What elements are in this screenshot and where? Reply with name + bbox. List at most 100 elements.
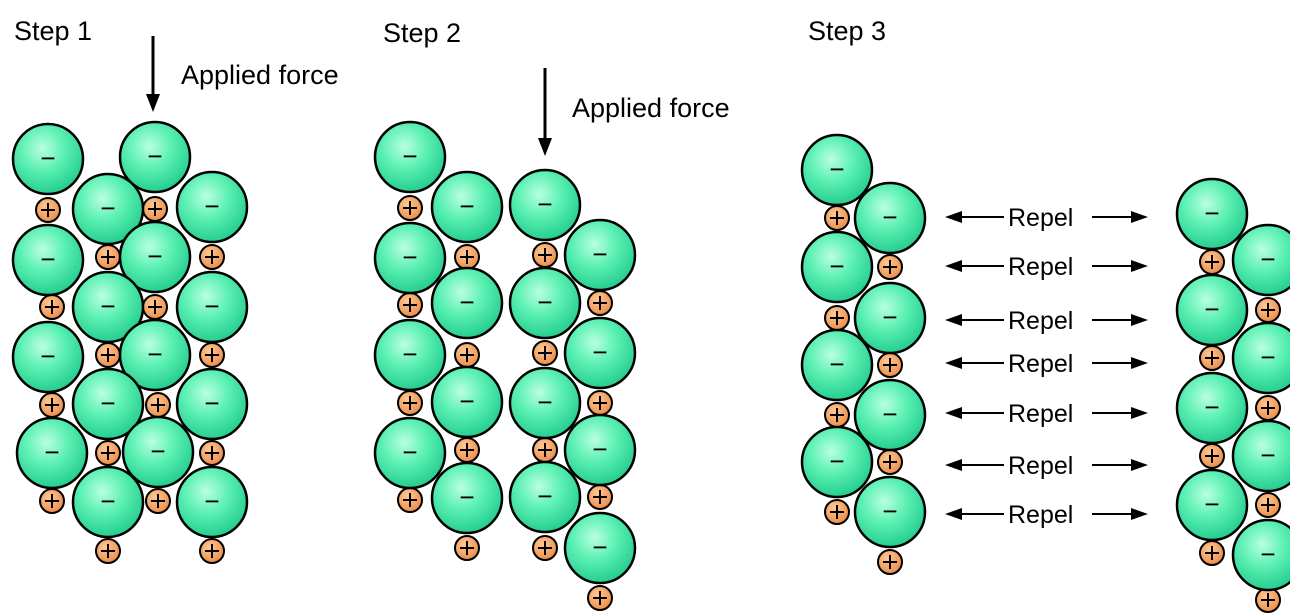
- anion: −: [853, 475, 927, 549]
- anion-sign: −: [1260, 244, 1275, 274]
- anion-sign: −: [592, 532, 607, 562]
- anion: −: [1175, 468, 1249, 542]
- repel-label: Repel: [1008, 307, 1073, 335]
- cation: [1199, 249, 1225, 275]
- anion-sign: −: [829, 349, 844, 379]
- anion: −: [1175, 273, 1249, 347]
- anion: −: [11, 122, 85, 196]
- anion-sign: −: [204, 388, 219, 418]
- cation: [1255, 587, 1281, 613]
- anion-sign: −: [40, 244, 55, 274]
- cation: [199, 440, 225, 466]
- cation: [1199, 443, 1225, 469]
- cation: [532, 340, 558, 366]
- anion: −: [118, 120, 192, 194]
- repel-arrow: Repel: [945, 501, 1148, 529]
- cation: [1255, 297, 1281, 323]
- anion: −: [175, 270, 249, 344]
- repel-arrow: Repel: [945, 350, 1148, 378]
- cation: [824, 205, 850, 231]
- anion-sign: −: [882, 202, 897, 232]
- cation: [95, 440, 121, 466]
- anion: −: [15, 416, 89, 490]
- cation: [532, 242, 558, 268]
- anion-sign: −: [1260, 342, 1275, 372]
- cation: [454, 342, 480, 368]
- anion: −: [800, 425, 874, 499]
- cation: [1199, 540, 1225, 566]
- anion-sign: −: [537, 189, 552, 219]
- cation: [35, 197, 61, 223]
- anion: −: [1175, 177, 1249, 251]
- cation: [397, 390, 423, 416]
- cation: [877, 254, 903, 280]
- anion-sign: −: [882, 399, 897, 429]
- cation: [39, 392, 65, 418]
- anion: −: [563, 413, 637, 487]
- anion-sign: −: [402, 242, 417, 272]
- anion-sign: −: [40, 143, 55, 173]
- anion-sign: −: [537, 287, 552, 317]
- cation: [95, 538, 121, 564]
- anion: −: [1175, 371, 1249, 445]
- cation: [95, 342, 121, 368]
- cation: [587, 290, 613, 316]
- anion-sign: −: [1204, 489, 1219, 519]
- repel-arrow: Repel: [945, 204, 1148, 232]
- anion-sign: −: [1204, 392, 1219, 422]
- anion: −: [508, 366, 582, 440]
- anion: −: [373, 120, 447, 194]
- cation: [397, 487, 423, 513]
- cation: [1255, 395, 1281, 421]
- anion-sign: −: [40, 341, 55, 371]
- cation: [1255, 492, 1281, 518]
- cation: [877, 352, 903, 378]
- anion-sign: −: [537, 387, 552, 417]
- repel-label: Repel: [1008, 253, 1073, 281]
- anion-sign: −: [1204, 198, 1219, 228]
- anion-sign: −: [459, 386, 474, 416]
- anion-sign: −: [1204, 294, 1219, 324]
- cation: [824, 402, 850, 428]
- repel-label: Repel: [1008, 501, 1073, 529]
- cation: [877, 449, 903, 475]
- anion-sign: −: [882, 302, 897, 332]
- anion: −: [853, 181, 927, 255]
- anion-sign: −: [537, 481, 552, 511]
- force-arrow-step1: [146, 36, 160, 112]
- anion-sign: −: [829, 251, 844, 281]
- anion-sign: −: [459, 191, 474, 221]
- cation: [199, 244, 225, 270]
- cation: [142, 294, 168, 320]
- anion: −: [430, 170, 504, 244]
- repel-label: Repel: [1008, 400, 1073, 428]
- anion: −: [508, 460, 582, 534]
- cation: [199, 538, 225, 564]
- step2-title: Step 2: [383, 18, 461, 48]
- anion: −: [1231, 223, 1290, 297]
- anion-sign: −: [147, 339, 162, 369]
- anion-sign: −: [100, 193, 115, 223]
- repel-arrow: Repel: [945, 307, 1148, 335]
- cation: [199, 342, 225, 368]
- anion-sign: −: [204, 486, 219, 516]
- cation: [397, 195, 423, 221]
- anion: −: [508, 266, 582, 340]
- cation: [454, 437, 480, 463]
- repel-label: Repel: [1008, 350, 1073, 378]
- anion-sign: −: [100, 291, 115, 321]
- anion-sign: −: [402, 141, 417, 171]
- anion: −: [563, 511, 637, 585]
- anion: −: [508, 168, 582, 242]
- cation: [145, 488, 171, 514]
- anion-sign: −: [1260, 440, 1275, 470]
- anion: −: [71, 172, 145, 246]
- anion: −: [853, 378, 927, 452]
- anion: −: [373, 221, 447, 295]
- cation: [39, 294, 65, 320]
- anion: −: [563, 316, 637, 390]
- cation: [587, 585, 613, 611]
- anion-sign: −: [402, 339, 417, 369]
- cation: [824, 499, 850, 525]
